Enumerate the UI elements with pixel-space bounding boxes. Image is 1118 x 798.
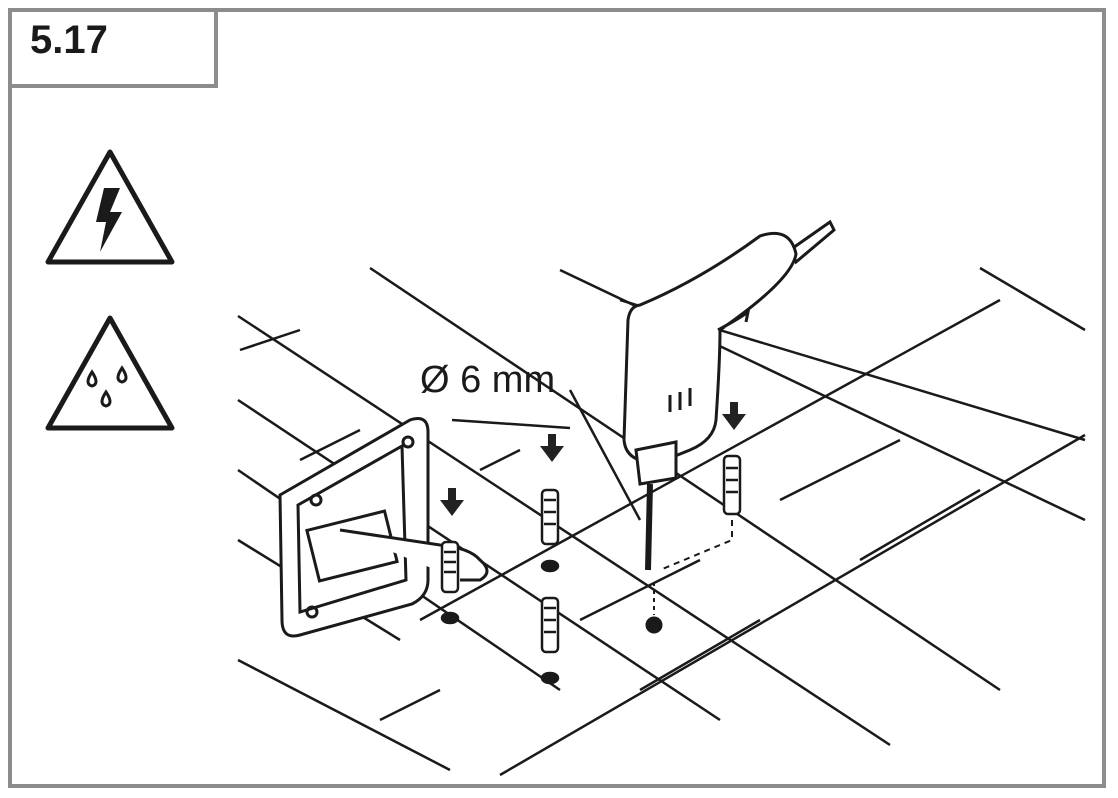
electric-shock-warning-icon <box>45 149 175 265</box>
water-hazard-warning-icon <box>45 315 175 431</box>
step-number-box <box>8 8 218 88</box>
instruction-frame <box>8 8 1106 788</box>
step-number: 5.17 <box>30 18 108 62</box>
drill-diameter-label: Ø 6 mm <box>420 359 556 401</box>
insert-arrow-icons <box>440 402 746 516</box>
wall-plug-right <box>659 454 742 571</box>
wall-plug-center-bottom <box>540 596 560 685</box>
drill-icon <box>622 219 836 634</box>
wall-plug-center-top <box>540 488 560 573</box>
mounting-box <box>278 417 489 638</box>
wall-plug-left <box>440 540 460 625</box>
dimension-leader <box>451 389 642 521</box>
